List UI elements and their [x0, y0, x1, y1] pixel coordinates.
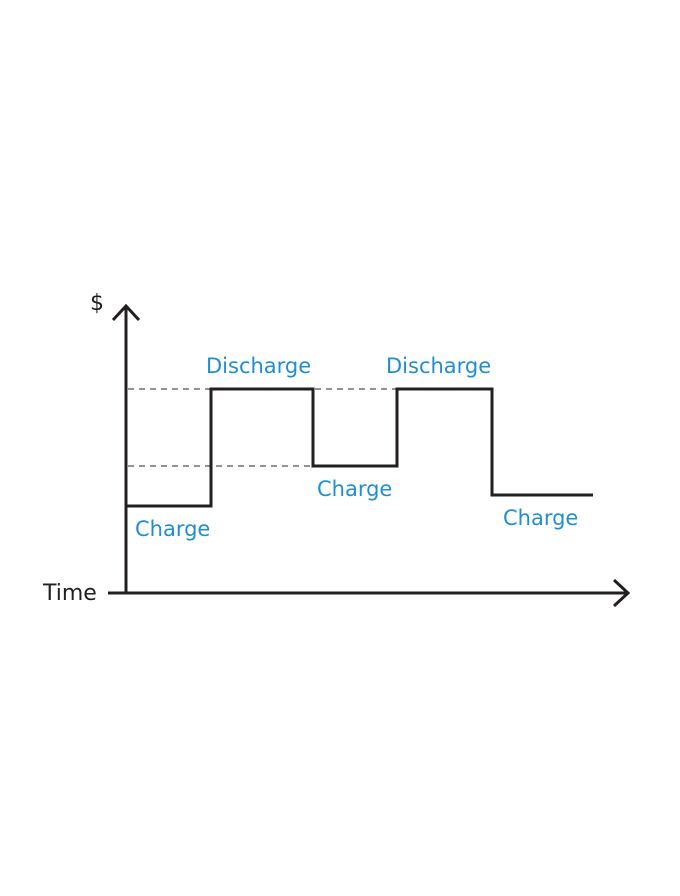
phase-label-discharge-1: Discharge	[206, 354, 311, 378]
phase-label-charge-2: Charge	[317, 477, 392, 501]
phase-label-charge-3: Charge	[503, 506, 578, 530]
x-axis-arrowhead	[612, 578, 631, 608]
x-axis-label: Time	[42, 581, 97, 606]
phase-label-charge-1: Charge	[135, 517, 210, 541]
y-axis-arrowhead	[111, 303, 141, 322]
y-axis-label: $	[90, 291, 104, 316]
price-step-line	[126, 387, 593, 508]
phase-label-discharge-2: Discharge	[386, 354, 491, 378]
